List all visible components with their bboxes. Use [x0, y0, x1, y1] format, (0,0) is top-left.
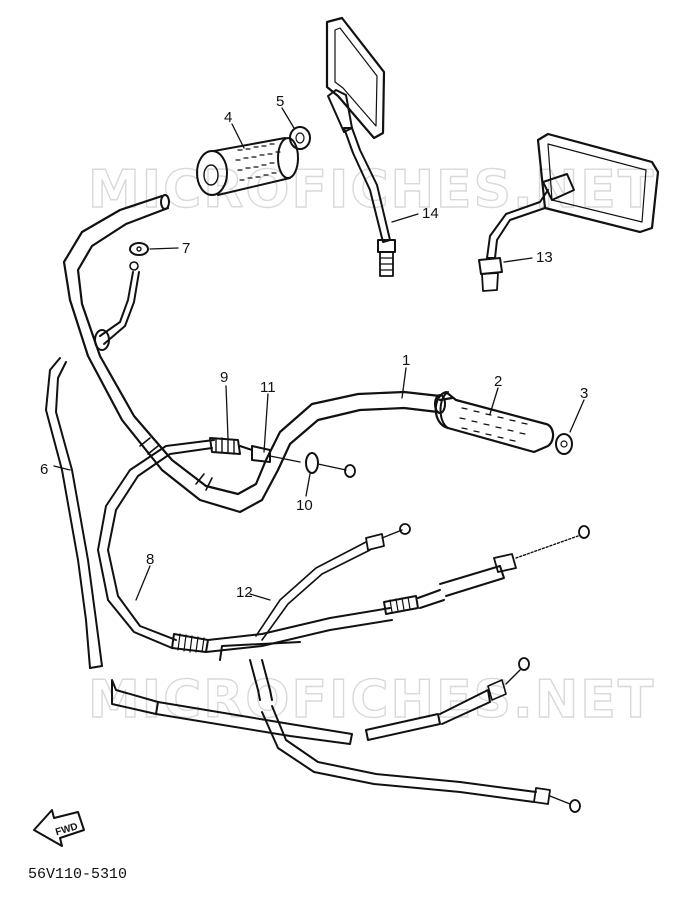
throttle-grip-drawing	[196, 126, 311, 196]
callout-4: 4	[224, 109, 232, 126]
throttle-cable-drawing	[97, 437, 393, 653]
callout-2: 2	[494, 373, 502, 390]
diagram-code: 56V110-5310	[28, 866, 128, 883]
handlebar-drawing	[62, 194, 446, 514]
forward-arrow: FWD	[33, 809, 85, 847]
callout-6: 6	[40, 461, 48, 478]
clamp-drawing	[129, 242, 149, 271]
watermark-top: MICROFICHES.NET	[88, 160, 655, 220]
right-grip-drawing	[434, 390, 573, 455]
wire-harness-drawing	[45, 271, 140, 669]
callout-12: 12	[236, 584, 253, 601]
leader-lines	[53, 107, 585, 601]
callout-5: 5	[276, 93, 284, 110]
callout-14: 14	[422, 205, 439, 222]
callout-7: 7	[182, 240, 190, 257]
left-mirror-drawing	[325, 16, 396, 277]
callout-11: 11	[260, 379, 276, 396]
callout-10: 10	[296, 497, 313, 514]
callout-9: 9	[220, 369, 228, 386]
callout-1: 1	[402, 352, 410, 369]
clutch-cable-drawing	[111, 523, 590, 813]
callouts: 1 2 3 4 5 6 7 8 9 10 11 12 13 14	[40, 93, 588, 601]
callout-3: 3	[580, 385, 588, 402]
watermark-bottom: MICROFICHES.NET	[88, 670, 655, 730]
right-mirror-drawing	[478, 132, 660, 292]
callout-13: 13	[536, 249, 553, 266]
callout-8: 8	[146, 551, 154, 568]
